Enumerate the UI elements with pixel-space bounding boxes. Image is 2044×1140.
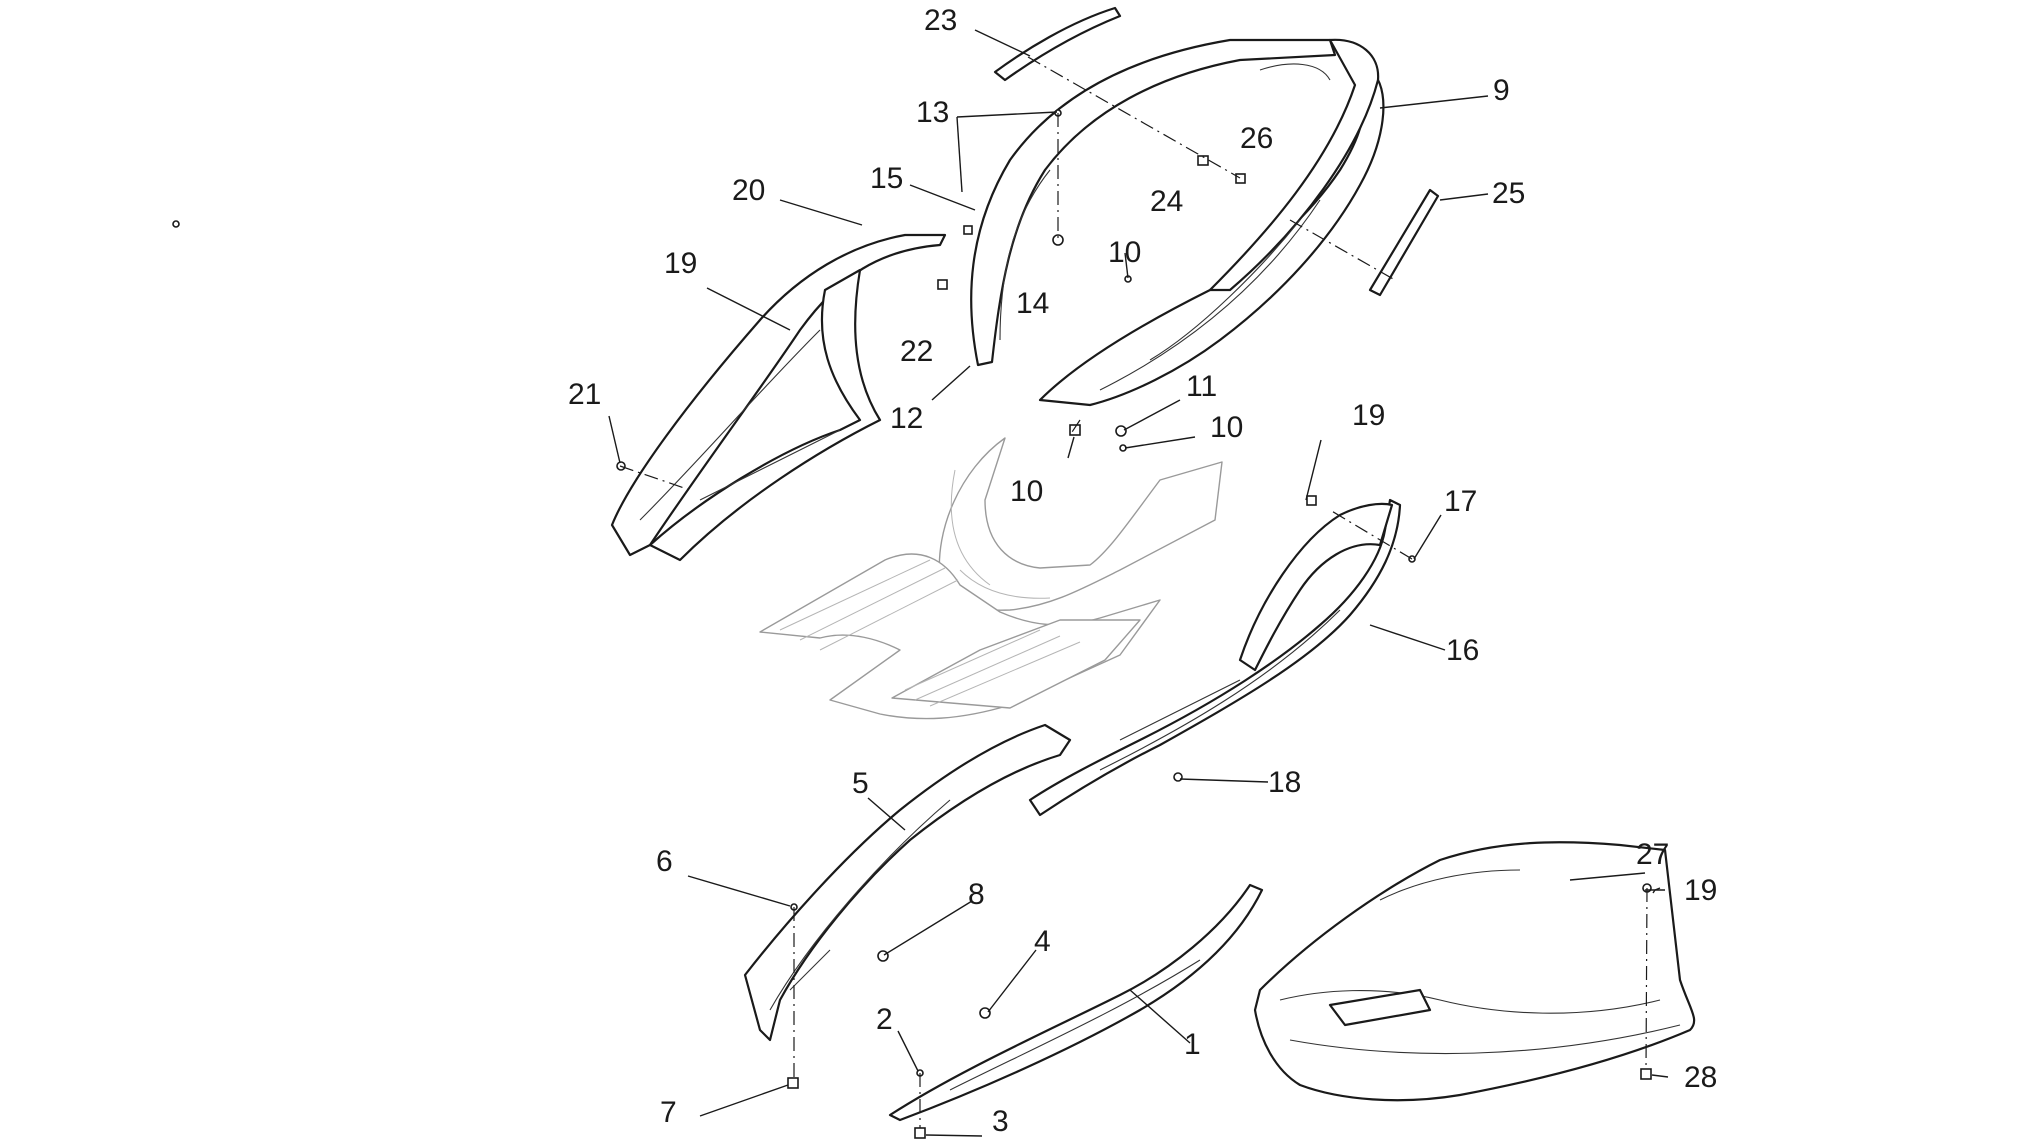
callout-19a: 18 — [1268, 766, 1301, 799]
callout-17: 16 — [1446, 634, 1479, 667]
callout-3: 3 — [992, 1105, 1009, 1138]
callout-2: 2 — [876, 1003, 893, 1036]
callout-10b: 10 — [1210, 411, 1243, 444]
callout-15: 14 — [1016, 287, 1049, 320]
part-27-trim — [1368, 188, 1440, 297]
callout-8: 8 — [968, 878, 985, 911]
callout-25: 23 — [924, 4, 957, 37]
part-9-rear-side-cover — [1038, 38, 1385, 407]
callout-9: 9 — [1493, 74, 1510, 107]
callout-18: 17 — [1444, 485, 1477, 518]
part-21-front-panel — [610, 233, 947, 562]
part-13-side-rail — [970, 38, 1337, 367]
callout-24: 22 — [900, 335, 933, 368]
part-25-trim-strip — [993, 6, 1122, 82]
callout-13: 12 — [890, 402, 923, 435]
callout-4: 4 — [1034, 925, 1051, 958]
callout-12: 11 — [1186, 370, 1217, 403]
part-1-lower-trim — [888, 883, 1264, 1122]
part-29-underbody-cover — [1253, 841, 1696, 1102]
callout-labels: 23 9 13 26 15 24 25 20 10 19 14 22 21 11… — [568, 4, 1717, 1138]
callout-16: 15 — [870, 162, 903, 195]
callout-29: 27 — [1636, 838, 1669, 871]
callout-5: 5 — [852, 767, 869, 800]
callout-26: 24 — [1150, 185, 1183, 218]
callout-10a: 10 — [1108, 236, 1141, 269]
callout-21: 19 — [664, 247, 697, 280]
footboard-ghost — [759, 437, 1223, 720]
callout-19b: 19 — [1684, 874, 1717, 907]
callout-11: 10 — [1010, 475, 1043, 508]
leader-lines — [608, 29, 1669, 1137]
callout-30: 28 — [1684, 1061, 1717, 1094]
callout-27: 25 — [1492, 177, 1525, 210]
callout-22: 20 — [732, 174, 765, 207]
callout-20: 19 — [1352, 399, 1385, 432]
part-5-lower-rail — [743, 723, 1072, 1042]
callout-14: 13 — [916, 96, 949, 129]
part-17-lower-side-panel — [1028, 498, 1402, 817]
callout-28: 26 — [1240, 122, 1273, 155]
centerlines — [619, 56, 1648, 1128]
callout-23: 21 — [568, 378, 601, 411]
callout-7: 7 — [660, 1096, 677, 1129]
callout-1: 1 — [1184, 1028, 1201, 1061]
callout-6: 6 — [656, 845, 673, 878]
